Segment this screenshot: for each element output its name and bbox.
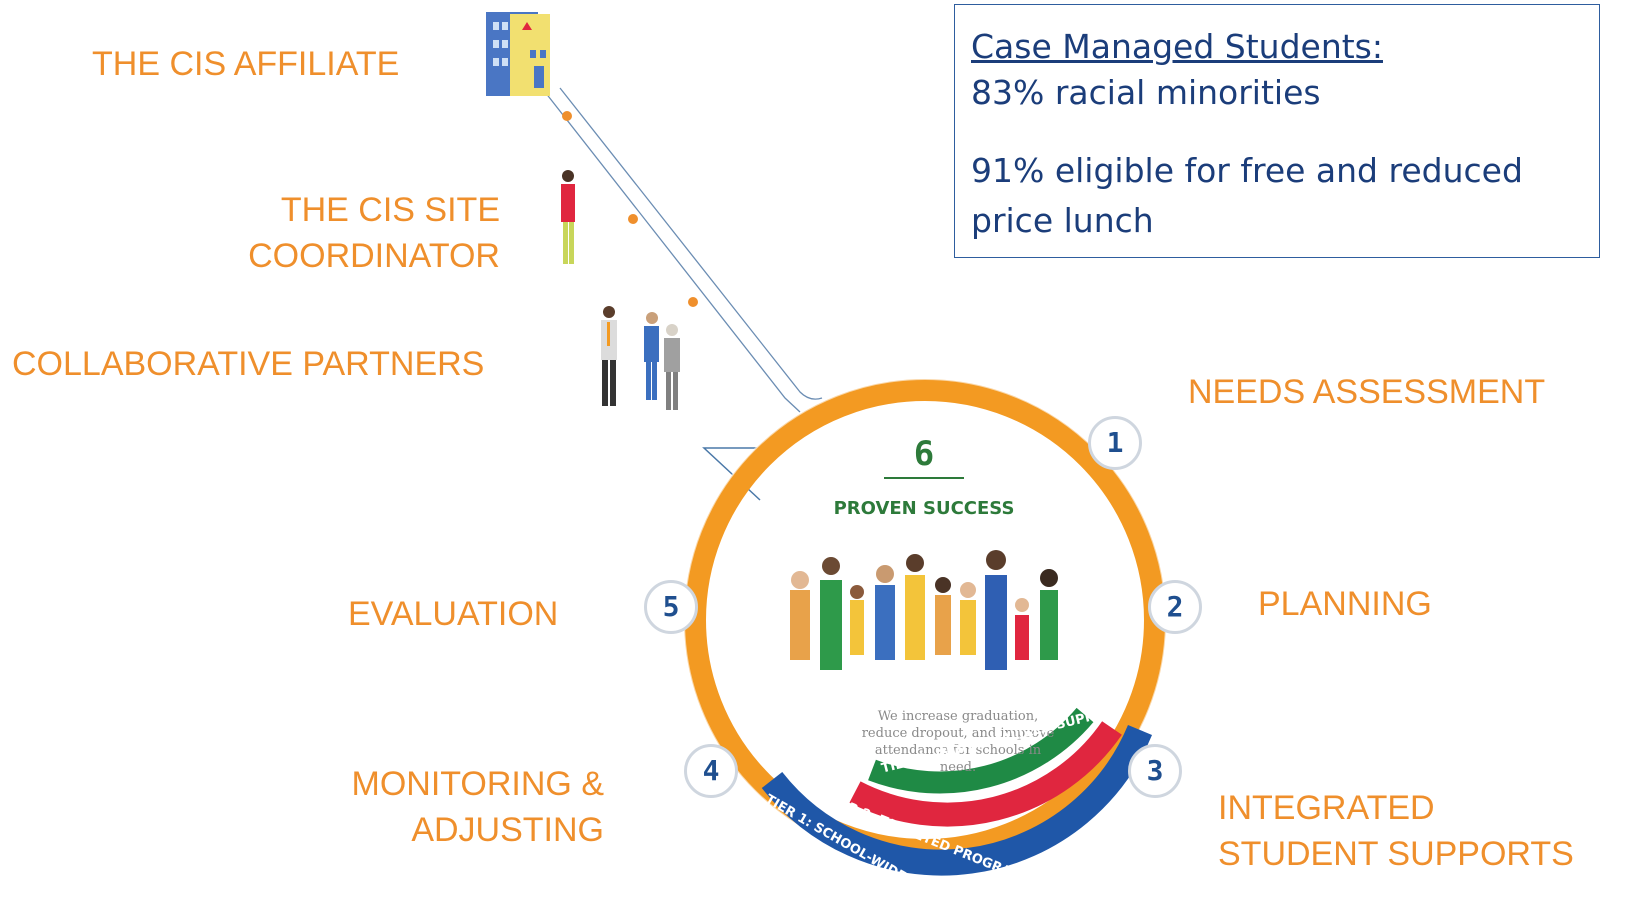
- label-integrated-line2: STUDENT SUPPORTS: [1218, 835, 1574, 873]
- step-circle-5: 5: [644, 580, 698, 634]
- label-affiliate: THE CIS AFFILIATE: [92, 45, 400, 83]
- info-line-lunch-2: price lunch: [971, 201, 1154, 240]
- center-caption: We increase graduation, reduce dropout, …: [861, 709, 1055, 775]
- label-partners: COLLABORATIVE PARTNERS: [12, 345, 485, 383]
- building-icon: [486, 12, 550, 96]
- step-circle-3: 3: [1128, 744, 1182, 798]
- label-planning: PLANNING: [1258, 585, 1432, 623]
- step-circle-1: 1: [1088, 416, 1142, 470]
- connector-dot: [688, 297, 698, 307]
- center-title: PROVEN SUCCESS: [833, 498, 1015, 519]
- tier-bands: [761, 707, 1153, 876]
- label-monitoring-line2: ADJUSTING: [411, 811, 604, 849]
- site-coordinator-icon: [561, 170, 575, 264]
- connector-path: [544, 87, 823, 501]
- info-line-minorities: 83% racial minorities: [971, 73, 1321, 112]
- partners-icon: [601, 306, 680, 410]
- connector-dot: [562, 111, 572, 121]
- connector-dot: [628, 214, 638, 224]
- step-circle-2: 2: [1148, 580, 1202, 634]
- case-managed-info-box: Case Managed Students: 83% racial minori…: [954, 4, 1600, 258]
- students-illustration: [790, 550, 1058, 670]
- info-line-lunch-1: 91% eligible for free and reduced: [971, 151, 1523, 190]
- label-integrated-line1: INTEGRATED: [1218, 789, 1435, 827]
- step-circle-4: 4: [684, 744, 738, 798]
- label-needs-assessment: NEEDS ASSESSMENT: [1188, 373, 1546, 411]
- center-number: 6: [913, 434, 935, 474]
- label-site-coordinator-line1: THE CIS SITE: [280, 191, 500, 229]
- label-site-coordinator-line2: COORDINATOR: [248, 237, 500, 275]
- info-heading: Case Managed Students:: [971, 27, 1383, 66]
- label-monitoring-line1: MONITORING &: [351, 765, 605, 803]
- label-evaluation: EVALUATION: [348, 595, 559, 633]
